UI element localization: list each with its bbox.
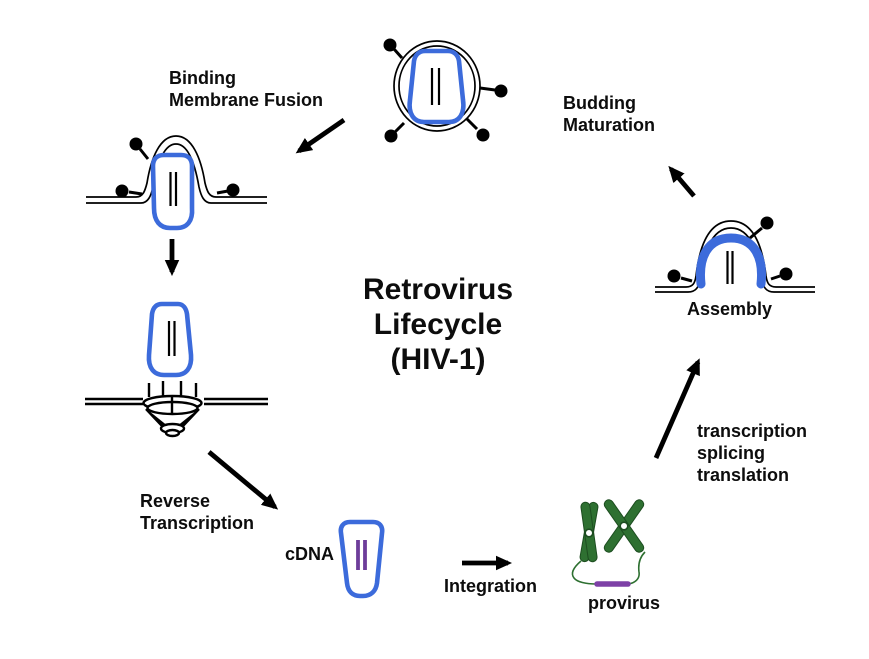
nuclear-pore-icon (85, 381, 268, 438)
binding-arrow-icon (295, 118, 346, 154)
title-line: Lifecycle (373, 308, 503, 341)
binding-label-line: Membrane Fusion (169, 90, 324, 110)
binding-label: Binding Membrane Fusion (169, 67, 323, 111)
provirus-label: provirus (588, 593, 661, 613)
reverse-transcription-label-line: Transcription (140, 513, 255, 533)
transcription-arrow-icon (653, 358, 701, 459)
title-line: Retrovirus (362, 273, 514, 306)
transcription-label-line: splicing (697, 443, 766, 463)
fusion-site-icon (86, 135, 267, 231)
chromosomes-icon (571, 499, 646, 587)
budding-label-line: Budding (563, 93, 636, 113)
reverse-transcription-label-line: Reverse (140, 491, 211, 511)
diagram-title: Retrovirus Lifecycle (HIV-1) (317, 272, 559, 377)
capsid-icon (146, 301, 194, 378)
transcription-label-line: transcription (697, 421, 808, 441)
budding-arrow-icon (668, 165, 696, 198)
assembly-label: Assembly (687, 299, 773, 319)
integration-label: Integration (444, 576, 537, 596)
budding-label-line: Maturation (563, 115, 655, 135)
reverse-transcription-arrow-icon (207, 450, 279, 510)
assembly-site-icon (655, 216, 815, 293)
budding-label: Budding Maturation (563, 92, 655, 136)
cdna-capsid-icon (338, 519, 385, 599)
cdna-label: cDNA (285, 544, 335, 564)
binding-label-line: Binding (169, 68, 236, 88)
reverse-transcription-label: Reverse Transcription (140, 490, 254, 534)
transcription-label: transcription splicing translation (697, 420, 807, 486)
title-line: (HIV-1) (390, 343, 486, 376)
virion-icon (383, 38, 508, 143)
transcription-label-line: translation (697, 465, 790, 485)
